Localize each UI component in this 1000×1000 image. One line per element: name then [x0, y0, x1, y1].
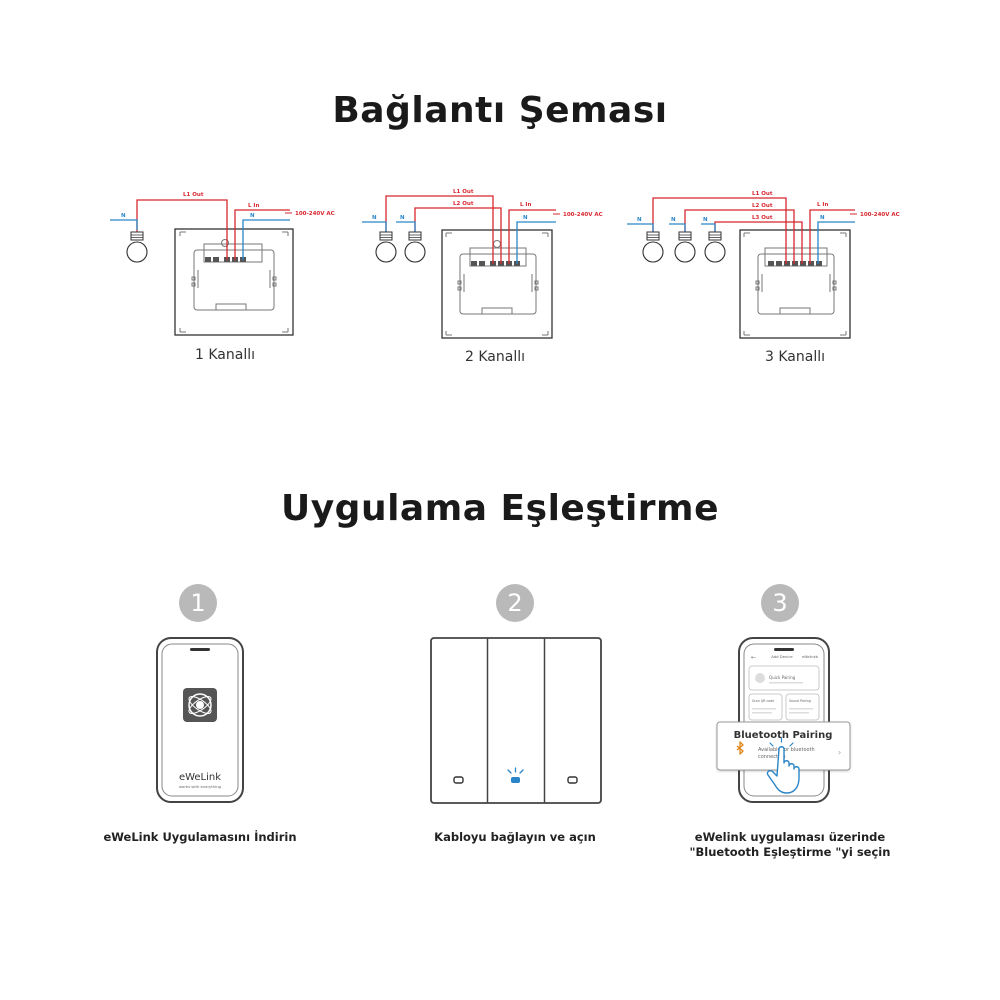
- bulb-icon: [126, 231, 148, 263]
- label-l2-out: L2 Out: [752, 203, 773, 209]
- step-2-text: Kabloyu bağlayın ve açın: [434, 830, 596, 844]
- scan-qr-option[interactable]: Scan QR code: [752, 699, 774, 703]
- header-right-label: eWelinkb: [802, 655, 819, 659]
- label-l1-out: L1 Out: [752, 191, 773, 197]
- bluetooth-connection-text: connection: [758, 754, 786, 760]
- step-number-2: 2: [496, 584, 534, 622]
- label-l3-out: L3 Out: [752, 215, 773, 221]
- bluetooth-pairing-title: Bluetooth Pairing: [734, 730, 833, 741]
- label-l1-out: L1 Out: [453, 189, 474, 195]
- label-voltage: 100-240V AC: [563, 212, 603, 218]
- label-n-left: N: [121, 213, 126, 219]
- label-n-left-2: N: [400, 215, 405, 221]
- label-voltage: 100-240V AC: [295, 211, 335, 217]
- label-n-right: N: [523, 215, 528, 221]
- label-n-right: N: [820, 215, 825, 221]
- caption-1-channel: 1 Kanallı: [195, 347, 255, 363]
- step-3-text: eWelink uygulaması üzerinde "Bluetooth E…: [670, 830, 910, 860]
- phone-ewelink-app: eWeLink works with everything: [156, 637, 244, 803]
- bulb-icon: [674, 231, 696, 263]
- wiring-diagram-3-channel: L1 Out L2 Out L3 Out L In N N N N 100-24…: [627, 191, 900, 339]
- ewelink-app-name: eWeLink: [179, 772, 221, 783]
- label-voltage: 100-240V AC: [860, 212, 900, 218]
- label-l-in: L In: [520, 202, 531, 208]
- label-n-left: N: [372, 215, 377, 221]
- bluetooth-icon: [736, 741, 744, 755]
- wiring-diagram-1-channel: L1 Out L In N N 100-240V AC: [110, 192, 335, 336]
- label-l-in: L In: [817, 202, 828, 208]
- quick-pairing-option[interactable]: Quick Pairing: [769, 675, 796, 680]
- wiring-diagram-title: Bağlantı Şeması: [332, 90, 668, 131]
- wiring-diagram-2-channel: L1 Out L2 Out L In N N N 100-240V AC: [362, 189, 603, 339]
- bulb-icon: [642, 231, 664, 263]
- blue-indicator-light-icon: [507, 767, 524, 783]
- tapping-hand-icon: [766, 737, 800, 794]
- label-l1-out: L1 Out: [183, 192, 204, 198]
- bluetooth-available-text: Available for bluetooth: [758, 747, 815, 753]
- add-device-header: Add Device: [771, 654, 793, 659]
- step-3-text-line-2: "Bluetooth Eşleştirme "yi seçin: [689, 845, 891, 859]
- three-gang-switch: [430, 637, 602, 804]
- step-1-text: eWeLink Uygulamasını İndirin: [103, 830, 297, 844]
- back-arrow-icon[interactable]: ←: [751, 654, 756, 661]
- bulb-icon: [404, 231, 426, 263]
- label-l2-out: L2 Out: [453, 201, 474, 207]
- phone-bluetooth-pairing: ← Add Device eWelinkb Quick Pairing Scan…: [716, 637, 851, 803]
- label-n-right: N: [250, 213, 255, 219]
- label-l-in: L In: [248, 203, 259, 209]
- step-number-1: 1: [179, 584, 217, 622]
- ewelink-tagline: works with everything: [179, 784, 222, 789]
- label-n-left-3: N: [703, 217, 708, 223]
- caption-3-channel: 3 Kanallı: [765, 349, 825, 365]
- bluetooth-pairing-popup[interactable]: Bluetooth Pairing Available for bluetoot…: [716, 721, 851, 771]
- step-3-text-line-1: eWelink uygulaması üzerinde: [694, 830, 886, 844]
- ewelink-logo-icon: [183, 688, 217, 722]
- label-n-left: N: [637, 217, 642, 223]
- bulb-icon: [704, 231, 726, 263]
- chevron-right-icon: ›: [838, 748, 841, 757]
- bulb-icon: [375, 231, 397, 263]
- caption-2-channel: 2 Kanallı: [465, 349, 525, 365]
- label-n-left-2: N: [671, 217, 676, 223]
- sound-pairing-option[interactable]: Sound Pairing: [789, 699, 811, 703]
- app-pairing-title: Uygulama Eşleştirme: [280, 488, 719, 529]
- step-number-3: 3: [761, 584, 799, 622]
